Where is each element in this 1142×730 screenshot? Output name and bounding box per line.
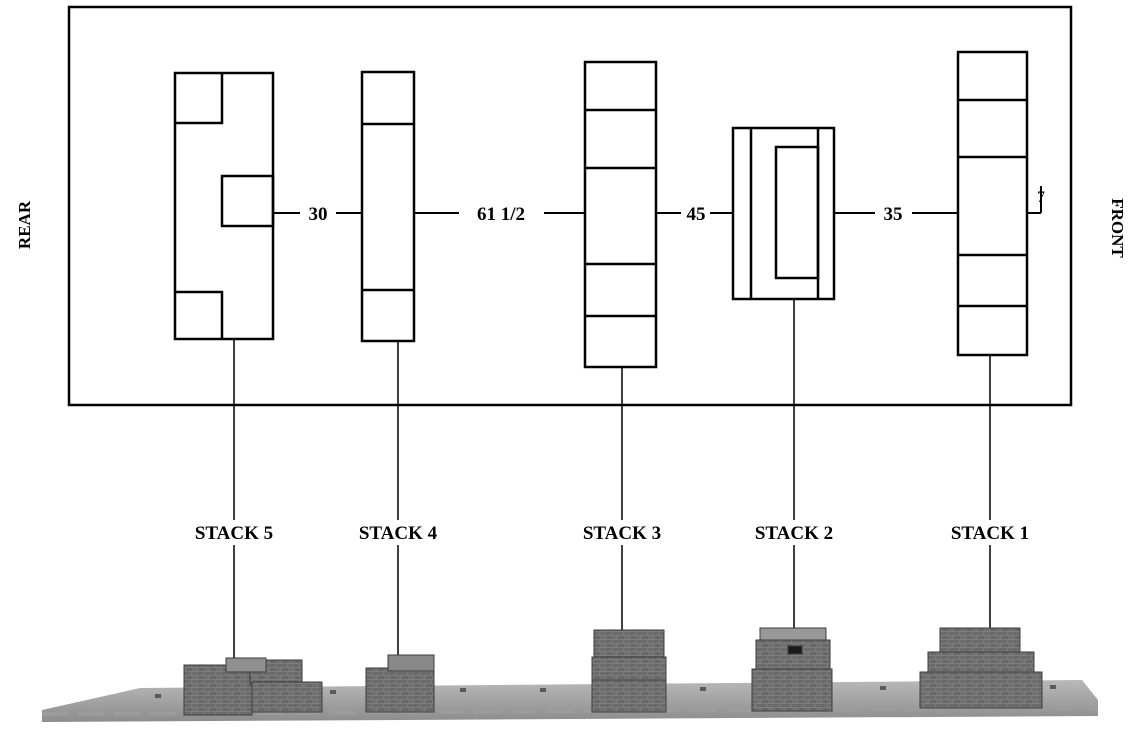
stack4-photo — [365, 654, 435, 713]
stack3-photo — [591, 629, 667, 713]
stack5-plan — [173, 71, 275, 341]
stack-2-label: STACK 2 — [755, 523, 833, 544]
stack-4-label: STACK 4 — [359, 523, 438, 544]
stack-5-label: STACK 5 — [195, 523, 273, 544]
stack2-plan — [731, 126, 836, 301]
stack4-plan — [360, 70, 416, 343]
top-view-frame — [67, 5, 1073, 407]
stack2-photo — [751, 627, 833, 712]
spacing-45: 45 — [687, 204, 706, 225]
front-label: FRONT — [1108, 198, 1127, 258]
stack5-photo — [183, 657, 323, 716]
stack-3-label: STACK 3 — [583, 523, 661, 544]
stacks-photo — [41, 627, 1099, 722]
stack3-plan — [583, 60, 658, 369]
stack1-photo — [919, 627, 1043, 709]
dimension-lines — [273, 186, 1042, 214]
spacing-7: 7 — [1037, 189, 1045, 206]
spacing-30: 30 — [309, 204, 328, 225]
stack1-plan — [956, 50, 1029, 357]
spacing-35: 35 — [884, 204, 903, 225]
spacing-61-half: 61 1/2 — [477, 204, 525, 225]
stack-1-label: STACK 1 — [951, 523, 1029, 544]
rear-label: REAR — [15, 200, 34, 249]
leader-lines — [233, 299, 991, 665]
